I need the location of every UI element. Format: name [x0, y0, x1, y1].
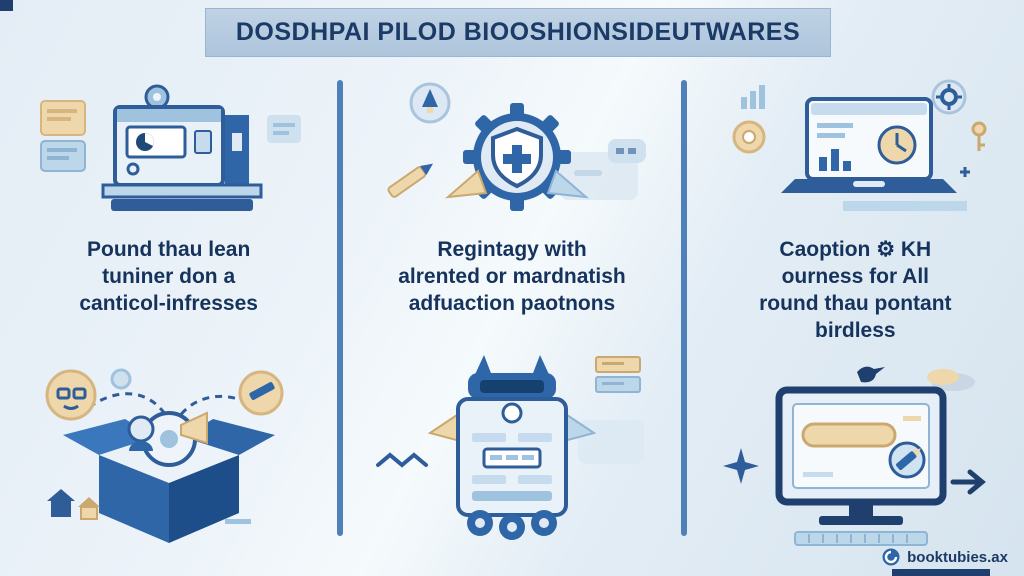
column-3: Caoption ⚙ KH ourness for All round thau…: [687, 62, 1024, 576]
caption-line: ourness for All: [781, 265, 930, 288]
factory-machine-illustration: [0, 74, 337, 226]
caption-column-3: Caoption ⚙ KH ourness for All round thau…: [759, 236, 951, 344]
keyboard-icon: [794, 531, 929, 546]
right-wing: [546, 169, 590, 199]
monitor-icon: [775, 386, 947, 525]
sparkle-icon: [723, 448, 760, 484]
shield-gear-illustration: [343, 74, 680, 226]
caption-line: adfuaction paotnons: [408, 292, 616, 315]
laptop-icon: [781, 97, 958, 193]
shield-gear-icon: [387, 82, 646, 211]
caption-line: Caoption ⚙ KH: [779, 238, 932, 261]
title-banner: DOSDHPAI PILOD BIOOSHIONSIDEUTWARES: [205, 8, 831, 57]
open-box-illustration: [0, 317, 337, 576]
shelf-decoration: [843, 201, 968, 211]
caption-line: round thau pontant: [759, 292, 952, 315]
caption-line: tuniner don a: [102, 265, 236, 288]
gear-feet: [466, 509, 557, 540]
pill-card-icon: [607, 139, 646, 163]
caption-column-1: Pound thau lean tuniner don a canticol-i…: [79, 236, 258, 317]
wave-line: [375, 451, 428, 468]
house-icons: [46, 488, 100, 520]
monitor-illustration: [687, 344, 1024, 576]
corner-decoration: [0, 0, 13, 11]
arrow-right-icon: [950, 469, 987, 495]
target-badge-icon: [732, 120, 766, 154]
caption-line: Regintagy with: [437, 238, 587, 261]
caption-line: Pound thau lean: [86, 238, 251, 261]
machine-body: [101, 84, 263, 211]
robot-machine-icon: [375, 354, 641, 540]
corner-strip-decoration: [892, 569, 990, 576]
cloud-icon: [927, 369, 976, 391]
rocket-badge-icon: [409, 82, 451, 124]
bird-icon: [857, 366, 886, 383]
key-icon: [971, 121, 987, 151]
document-icons: [39, 100, 86, 172]
caption-line: alrented or mardnatish: [398, 265, 626, 288]
person-badge-icon: [45, 369, 97, 420]
caption-column-2: Regintagy with alrented or mardnatish ad…: [398, 236, 626, 317]
monitor-design-icon: [723, 366, 987, 546]
mini-bar-chart-icon: [741, 85, 766, 109]
column-divider: [680, 80, 687, 536]
caption-line: birdless: [815, 319, 896, 342]
left-wing: [444, 169, 488, 199]
pencil-rocket-icon: [387, 163, 433, 198]
brand-logo-icon: [882, 548, 900, 566]
brand-name: booktubies.ax: [907, 548, 1008, 566]
factory-machine-icon: [39, 84, 301, 211]
tool-badge-icon: [238, 370, 284, 415]
robot-illustration: [343, 317, 680, 576]
column-divider: [337, 80, 344, 536]
open-box-icon: [62, 410, 275, 543]
open-box-community-icon: [45, 368, 284, 543]
background-card: [578, 420, 644, 464]
footer-brand: booktubies.ax: [882, 548, 1008, 566]
dash-decoration: [224, 518, 251, 524]
columns-container: Pound thau lean tuniner don a canticol-i…: [0, 62, 1024, 576]
side-panel-icon: [266, 115, 301, 143]
laptop-analytics-icon: [732, 79, 987, 211]
laptop-illustration: [687, 74, 1024, 226]
caption-line: canticol-infresses: [79, 292, 258, 315]
column-1: Pound thau lean tuniner don a canticol-i…: [0, 62, 337, 576]
card-stack-icons: [594, 355, 641, 393]
small-gear-icon: [110, 368, 132, 389]
shield-cross-icon: [490, 126, 543, 189]
robot-body: [427, 354, 597, 517]
column-2: Regintagy with alrented or mardnatish ad…: [343, 62, 680, 576]
page-title: DOSDHPAI PILOD BIOOSHIONSIDEUTWARES: [235, 18, 801, 46]
gear-badge-icon: [931, 79, 967, 115]
